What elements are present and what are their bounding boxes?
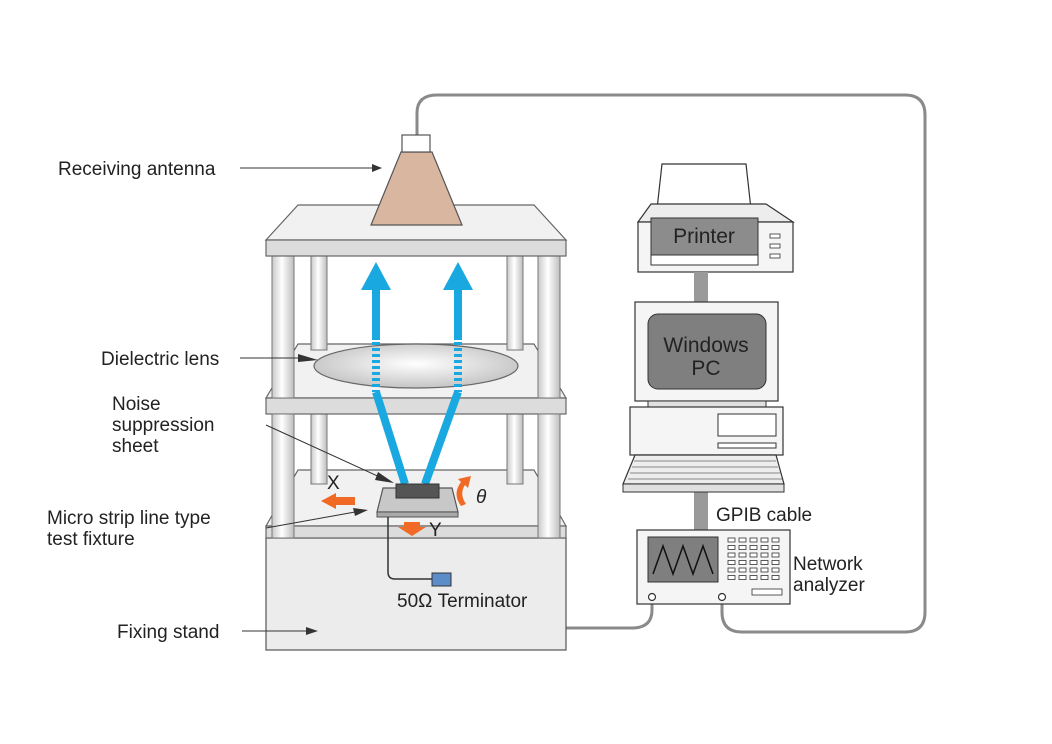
analyzer-key [749,567,758,573]
pillar [506,255,524,351]
analyzer-key [771,560,780,565]
antenna-connector [401,134,431,153]
label-noise-line3: sheet [112,436,159,457]
analyzer-key [727,575,736,580]
label-analyzer-line2: analyzer [793,575,865,596]
analyzer-key [738,545,747,550]
analyzer-key [760,575,769,580]
analyzer-key [771,545,780,550]
analyzer-key [760,567,769,573]
pillar [310,255,328,351]
analyzer-key [727,545,736,550]
analyzer-key [771,552,780,558]
pillar [506,413,524,485]
analyzer-key [727,552,736,558]
label-axis-theta: θ [476,487,487,508]
label-fixing-stand: Fixing stand [117,622,219,643]
analyzer-key [738,575,747,580]
analyzer-key [749,552,758,558]
pillar [537,413,561,539]
label-fixture-line2: test fixture [47,529,135,550]
pillar [271,413,295,539]
noise-suppression-sheet [395,483,440,499]
analyzer-key [760,552,769,558]
analyzer-key [771,575,780,580]
analyzer-keypad [727,537,780,580]
label-pc-line2: PC [691,357,720,380]
analyzer-key [749,575,758,580]
analyzer-key [760,537,769,543]
analyzer-key [727,567,736,573]
x-arrow [321,493,355,509]
analyzer-key [727,537,736,543]
antenna-cable [415,93,927,634]
analyzer-port [717,592,727,602]
analyzer-key [749,537,758,543]
analyzer-key [738,537,747,543]
pillar [537,255,561,399]
analyzer-key [749,545,758,550]
fixing-stand [265,537,567,651]
analyzer-key [727,560,736,565]
label-printer: Printer [673,225,735,248]
terminator [431,572,452,587]
label-terminator: 50Ω Terminator [397,591,528,612]
label-noise-line1: Noise [112,394,161,415]
label-noise-line2: suppression [112,415,214,436]
label-axis-x: X [327,473,340,494]
analyzer-key [738,560,747,565]
pillar [271,255,295,399]
printer-panel [650,217,759,256]
analyzer-key [738,552,747,558]
label-fixture-line1: Micro strip line type [47,508,211,529]
analyzer-key [738,567,747,573]
label-pc-line1: Windows [663,334,748,357]
label-dielectric-lens: Dielectric lens [101,349,219,370]
pc-keyboard [622,454,785,485]
pc-screen [647,313,767,390]
analyzer-waveform [652,543,714,577]
beam-left [361,262,409,486]
theta-arrow [456,476,471,506]
receiving-antenna [370,151,463,226]
analyzer-key [749,560,758,565]
analyzer-port [647,592,657,602]
analyzer-key [771,567,780,573]
analyzer-key [760,545,769,550]
label-axis-y: Y [429,520,442,541]
label-gpib-cable: GPIB cable [716,505,812,526]
dielectric-lens [313,343,519,389]
analyzer-key [771,537,780,543]
beam-right [421,262,473,486]
analyzer-key [760,560,769,565]
y-arrow [398,522,426,536]
label-receiving-antenna: Receiving antenna [58,159,216,180]
label-analyzer-line1: Network [793,554,863,575]
